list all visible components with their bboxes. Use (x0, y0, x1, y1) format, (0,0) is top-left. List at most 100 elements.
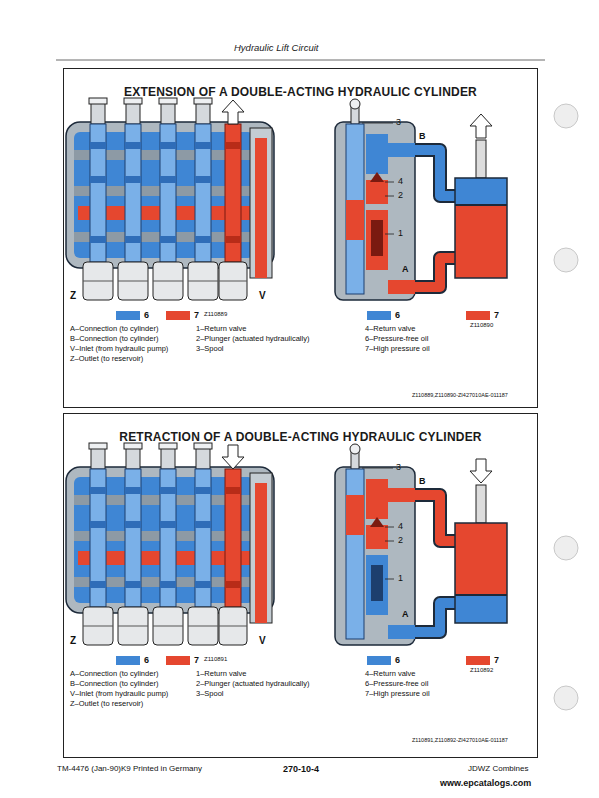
valve-section-cutaway (366, 555, 388, 615)
valve-section-cutaway (350, 444, 360, 454)
key-entry: 1–Return valve (196, 325, 246, 334)
valve-section-cutaway (385, 234, 394, 235)
figure-code: Z110892 (470, 667, 493, 674)
header-rule (56, 60, 545, 61)
hydraulic-hose (415, 495, 455, 632)
key-entry: 7–High pressure oil (365, 345, 430, 354)
key-entry: 2–Plunger (actuated hydraulically) (196, 680, 309, 689)
valve-section-cutaway (335, 99, 415, 300)
legend-text: 6 (144, 310, 149, 320)
hydraulic-cylinder (455, 114, 507, 278)
legend-swatch (116, 311, 140, 320)
legend-text: 6 (144, 655, 149, 665)
hydraulic-hose (415, 495, 455, 541)
hydraulic-cylinder (470, 114, 492, 138)
footer-text: TM-4476 (Jan-90)K9 Printed in Germany (57, 764, 202, 773)
callout-number: 2 (398, 190, 403, 200)
footer-text: JDWZ Combines (468, 764, 528, 773)
legend-swatch (466, 656, 490, 665)
callout-number: 3 (396, 462, 401, 472)
hydraulic-hose (415, 150, 455, 287)
legend-swatch (166, 311, 190, 320)
valve-section-cutaway (346, 469, 364, 639)
key-entry: 6–Pressure-free oil (365, 335, 428, 344)
page-number: 270-10-4 (283, 764, 319, 774)
valve-section-cutaway (366, 210, 388, 270)
callout-number: 2 (398, 535, 403, 545)
valve-section-cutaway (371, 565, 383, 601)
hydraulic-cylinder (476, 485, 486, 523)
port-letter: A (402, 264, 409, 274)
hydraulic-cylinder (476, 140, 486, 178)
valve-section-cutaway (385, 182, 394, 183)
hydraulic-cylinder (455, 204, 507, 206)
port-letter: B (419, 476, 426, 486)
key-entry: 2–Plunger (actuated hydraulically) (196, 335, 309, 344)
valve-section-cutaway (362, 123, 393, 124)
valve-section-cutaway (385, 196, 394, 197)
hydraulic-cylinder (470, 459, 492, 483)
retraction-figure (335, 444, 507, 645)
figure-code: Z110890 (470, 322, 493, 329)
hydraulic-hose (415, 258, 455, 287)
valve-section-cutaway (350, 99, 360, 109)
key-entry: 3–Spool (196, 690, 224, 699)
valve-section-cutaway (335, 467, 415, 645)
valve-section-cutaway (346, 495, 364, 535)
valve-section-cutaway (385, 527, 394, 528)
callout-number: 1 (398, 228, 403, 238)
control-valve-block (66, 98, 274, 300)
punch-hole (554, 248, 578, 272)
legend-text: 6 (395, 655, 400, 665)
key-entry: 3–Spool (196, 345, 224, 354)
port-letter: Z (70, 635, 76, 647)
callout-number: 4 (398, 521, 403, 531)
watermark: www.epcatalogs.com (440, 778, 531, 788)
legend-text: 7 (494, 655, 499, 665)
callout-number: 1 (398, 573, 403, 583)
valve-section-cutaway (385, 579, 394, 580)
legend-swatch (367, 311, 391, 320)
port-letter: V (259, 635, 266, 647)
hydraulic-cylinder (455, 205, 507, 278)
valve-section-cutaway (371, 220, 383, 256)
valve-section-cutaway (388, 280, 415, 294)
key-entry: B–Connection (to cylinder) (70, 680, 158, 689)
legend-swatch (116, 656, 140, 665)
valve-section-cutaway (366, 479, 388, 519)
valve-section-cutaway (335, 122, 415, 300)
port-letter: A (402, 609, 409, 619)
direction-arrow (222, 445, 244, 469)
hydraulic-hose (415, 150, 455, 196)
hydraulic-cylinder (455, 595, 507, 623)
panel-heading: EXTENSION OF A DOUBLE-ACTING HYDRAULIC C… (64, 85, 537, 99)
figure-code: Z110889 (204, 311, 227, 318)
hydraulic-cylinder (455, 523, 507, 595)
control-valve-block (66, 443, 274, 645)
legend-swatch (166, 656, 190, 665)
punch-hole (554, 686, 578, 710)
hydraulic-hose (415, 495, 455, 541)
key-entry: 7–High pressure oil (365, 690, 430, 699)
valve-section-cutaway (370, 517, 384, 527)
valve-section-cutaway (388, 488, 415, 502)
punch-hole (554, 536, 578, 560)
legend-text: 7 (494, 310, 499, 320)
port-letter: V (259, 290, 266, 302)
legend-text: 7 (194, 310, 199, 320)
hydraulic-hose (415, 258, 455, 287)
direction-arrow (222, 100, 244, 124)
valve-section-cutaway (385, 541, 394, 542)
key-entry: 6–Pressure-free oil (365, 680, 428, 689)
valve-section-cutaway (388, 143, 415, 157)
hydraulic-cylinder (455, 523, 507, 623)
port-letter: Z (70, 290, 76, 302)
punch-hole (554, 104, 578, 128)
valve-section-cutaway (388, 625, 415, 639)
key-entry: Z–Outlet (to reservoir) (70, 355, 143, 364)
hydraulic-hose (415, 603, 455, 632)
hydraulic-hose (415, 150, 455, 196)
key-entry: V–Inlet (from hydraulic pump) (70, 345, 168, 354)
hydraulic-cylinder (455, 178, 507, 278)
